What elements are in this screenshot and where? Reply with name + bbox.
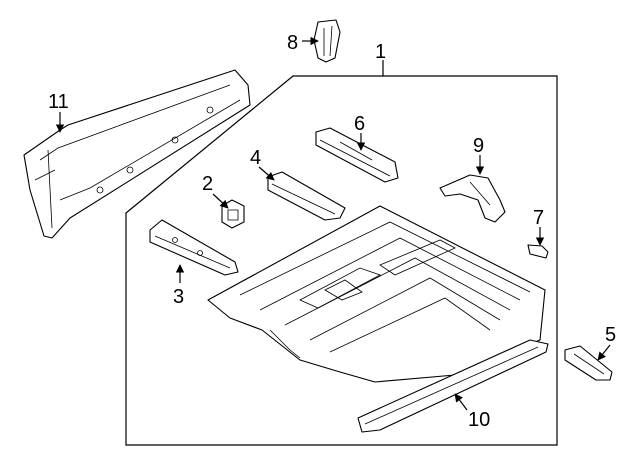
part-2-mount: [221, 199, 245, 229]
part-6-crossmember: [315, 127, 399, 183]
callout-6: 6: [354, 113, 365, 135]
callout-3: 3: [173, 286, 184, 308]
part-4-crossmember: [267, 171, 346, 221]
callout-8: 8: [287, 32, 298, 54]
callout-1: 1: [375, 41, 386, 63]
leader-4: [258, 166, 275, 181]
part-10-sill: [357, 339, 549, 433]
leader-2: [212, 193, 229, 209]
leader-10: [454, 393, 468, 411]
part-5-bracket: [564, 345, 613, 381]
callout-5: 5: [605, 324, 616, 346]
part-3-crossmember: [149, 219, 239, 276]
part-1-floor-pan: [207, 205, 546, 383]
assembly-border: [125, 75, 558, 446]
callout-2: 2: [202, 173, 213, 195]
part-11-rocker-panel: [23, 69, 251, 239]
part-7-clip: [527, 244, 549, 259]
part-9-bracket: [439, 174, 506, 223]
leader-5: [597, 344, 611, 361]
callout-4: 4: [250, 147, 261, 169]
callout-7: 7: [533, 207, 544, 229]
callout-9: 9: [473, 135, 484, 157]
callout-11: 11: [48, 91, 69, 113]
callout-10: 10: [468, 409, 490, 431]
